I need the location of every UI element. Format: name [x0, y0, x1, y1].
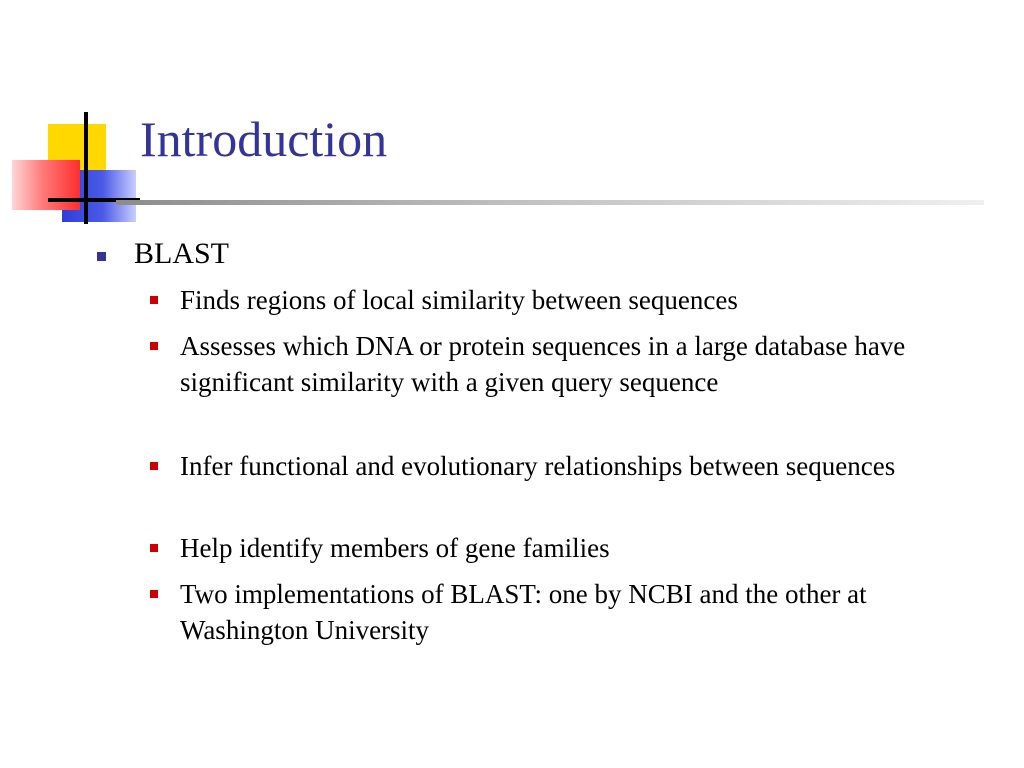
logo-horizontal-line [48, 198, 140, 202]
red-square-icon [12, 160, 80, 210]
sub-bullet-item: Two implementations of BLAST: one by NCB… [180, 579, 867, 645]
bullet-level1-text: BLAST [134, 237, 230, 270]
sub-bullet-square-icon [150, 544, 158, 552]
bullet-square-icon [97, 252, 106, 261]
title-divider [116, 200, 984, 205]
logo-vertical-line [84, 112, 88, 224]
slide-title: Introduction [140, 111, 388, 167]
decorative-logo-icon [0, 0, 160, 240]
sub-bullet-square-icon [150, 342, 158, 350]
sub-bullet-square-icon [150, 296, 158, 304]
sub-bullet-item: Finds regions of local similarity betwee… [180, 285, 738, 315]
sub-bullet-item: Help identify members of gene families [180, 533, 610, 563]
sub-bullet-square-icon [150, 462, 158, 470]
sub-bullet-square-icon [150, 590, 158, 598]
sub-bullet-item: Assesses which DNA or protein sequences … [180, 331, 906, 397]
sub-bullet-item: Infer functional and evolutionary relati… [180, 451, 896, 481]
